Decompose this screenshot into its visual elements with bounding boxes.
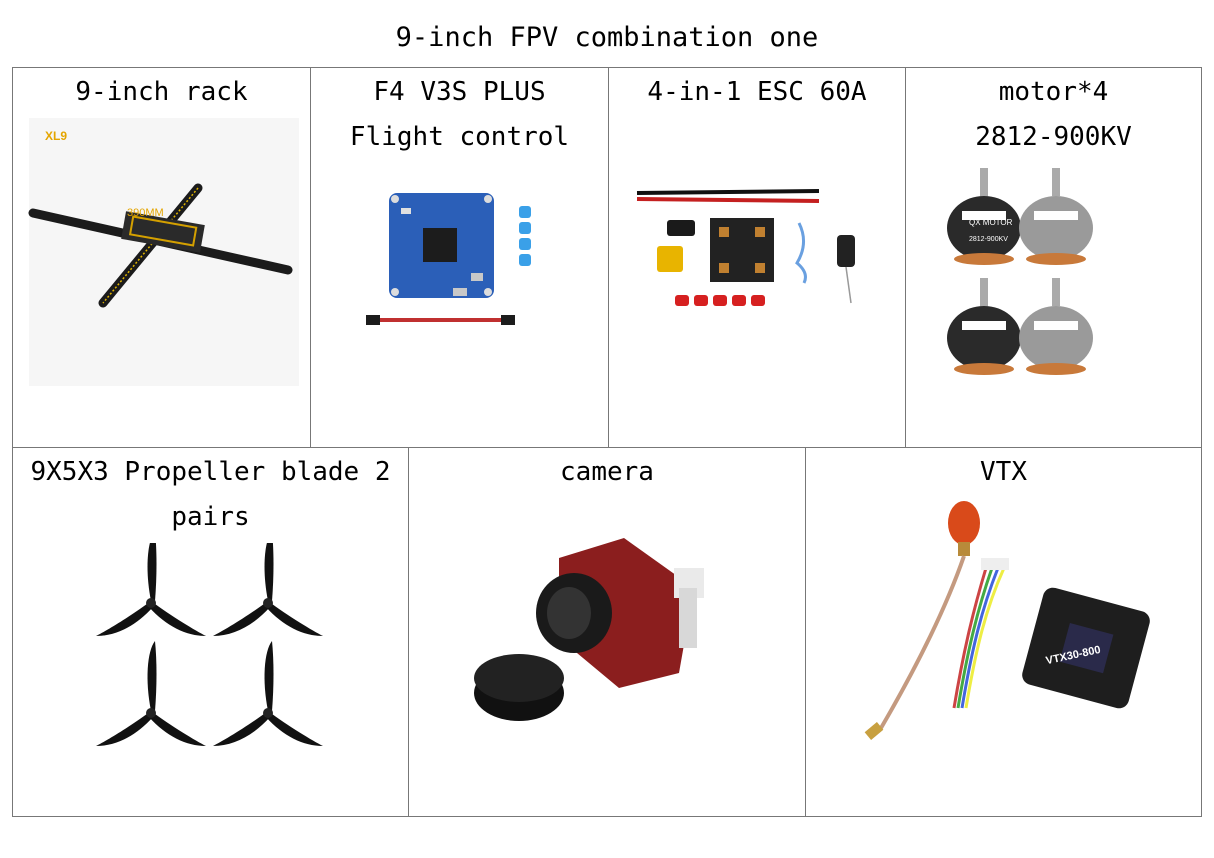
propeller-4	[213, 641, 323, 746]
motor-4	[1019, 278, 1093, 375]
propellers-label: 9X5X3 Propeller blade 2 pairs	[30, 457, 391, 532]
frame-badge: XL9	[45, 129, 67, 143]
cell-camera: camera	[408, 447, 806, 817]
product-grid: 9-inch rack XL9 390MM F4 V3S PLUS Flight…	[12, 67, 1202, 817]
esc-label: 4-in-1 ESC 60A	[647, 77, 867, 107]
frame-dimension: 390MM	[127, 207, 164, 219]
motor-brand: QX MOTOR	[969, 218, 1013, 227]
propeller-1	[96, 543, 206, 636]
vtx-image: VTX30-800	[864, 501, 1150, 740]
motor-1	[947, 168, 1021, 265]
cell-motors: motor*4 2812-900KV	[905, 67, 1202, 448]
motor-model: 2812-900KV	[969, 236, 1008, 243]
flight-controller-label: F4 V3S PLUS Flight control	[349, 77, 570, 152]
flight-controller-image	[366, 193, 531, 325]
motors-image: QX MOTOR 2812-900KV	[947, 168, 1093, 375]
propeller-2	[213, 543, 323, 636]
cell-frame: 9-inch rack XL9 390MM	[12, 67, 311, 448]
cell-propellers: 9X5X3 Propeller blade 2 pairs	[12, 447, 409, 817]
esc-image	[636, 189, 855, 306]
camera-label: camera	[560, 457, 654, 487]
page-title: 9-inch FPV combination one	[395, 22, 819, 53]
frame-label: 9-inch rack	[75, 77, 248, 107]
cell-vtx: VTX VTX30-800	[805, 447, 1202, 817]
camera-image	[474, 538, 704, 721]
propeller-3	[96, 641, 206, 746]
propellers-image	[96, 543, 323, 746]
vtx-label: VTX	[980, 457, 1027, 487]
motor-3	[947, 278, 1021, 375]
motor-2	[1019, 168, 1093, 265]
cell-esc: 4-in-1 ESC 60A	[608, 67, 906, 448]
motors-label: motor*4 2812-900KV	[975, 77, 1132, 152]
cell-flight-controller: F4 V3S PLUS Flight control	[310, 67, 609, 448]
frame-image: XL9 390MM	[28, 118, 299, 386]
